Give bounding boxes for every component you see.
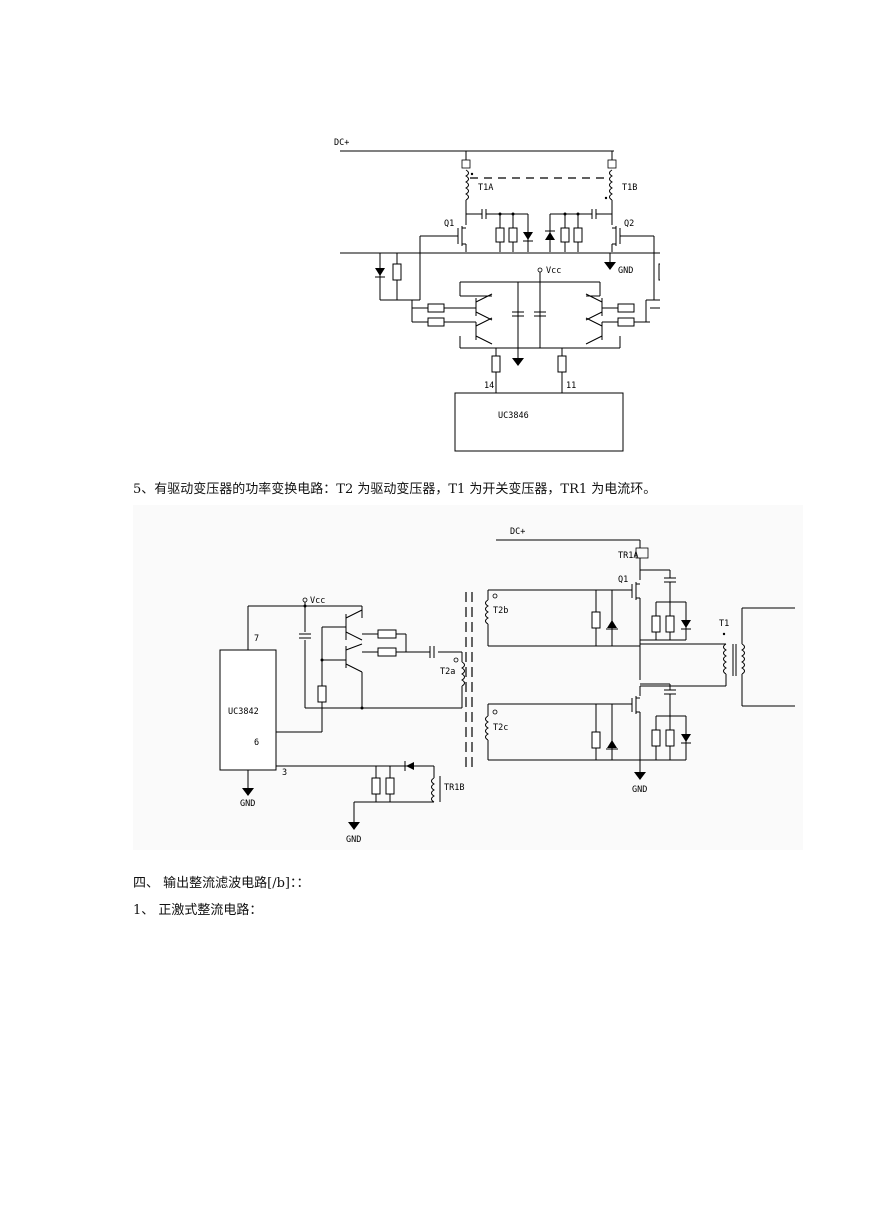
label-t1b: T1B: [622, 183, 637, 193]
ic-uc3846: UC3846: [498, 411, 529, 421]
label-vcc: Vcc: [546, 266, 561, 276]
label-q2: Q2: [624, 219, 634, 229]
label-gnd-q: GND: [632, 785, 647, 795]
circuit-diagram-uc3842: DC+ TR1A Q1 T1: [133, 505, 803, 850]
list-item-1: 1、 正激式整流电路：: [133, 903, 263, 918]
label-q1: Q1: [444, 219, 454, 229]
label-gnd-bottom: GND: [346, 835, 361, 845]
label-pin7: 7: [254, 634, 259, 644]
label-t2c: T2c: [493, 723, 508, 733]
label-pin6: 6: [254, 738, 259, 748]
section-heading-4: 四、 输出整流滤波电路[/b]：：: [133, 876, 310, 891]
caption-5: 5、有驱动变压器的功率变换电路：T2 为驱动变压器，T1 为开关变压器，TR1 …: [133, 482, 657, 497]
label-gnd-ic: GND: [240, 799, 255, 809]
label-t1: T1: [719, 619, 729, 629]
label-pin11: 11: [566, 381, 576, 391]
circuit-diagram-uc3846: DC+ T1A T1B: [334, 138, 660, 452]
ic-uc3842: UC3842: [228, 707, 259, 717]
label-pin3: 3: [282, 768, 287, 778]
label-dc-plus-2: DC+: [510, 527, 525, 537]
label-gnd: GND: [618, 266, 633, 276]
label-t2b: T2b: [493, 606, 508, 616]
label-tr1a: TR1A: [618, 551, 638, 561]
label-t2a: T2a: [440, 667, 455, 677]
label-pin14: 14: [484, 381, 494, 391]
label-dc-plus: DC+: [334, 138, 349, 148]
label-q1-2: Q1: [618, 575, 628, 585]
label-t1a: T1A: [478, 183, 493, 193]
label-vcc-2: Vcc: [310, 596, 325, 606]
label-tr1b: TR1B: [444, 783, 464, 793]
